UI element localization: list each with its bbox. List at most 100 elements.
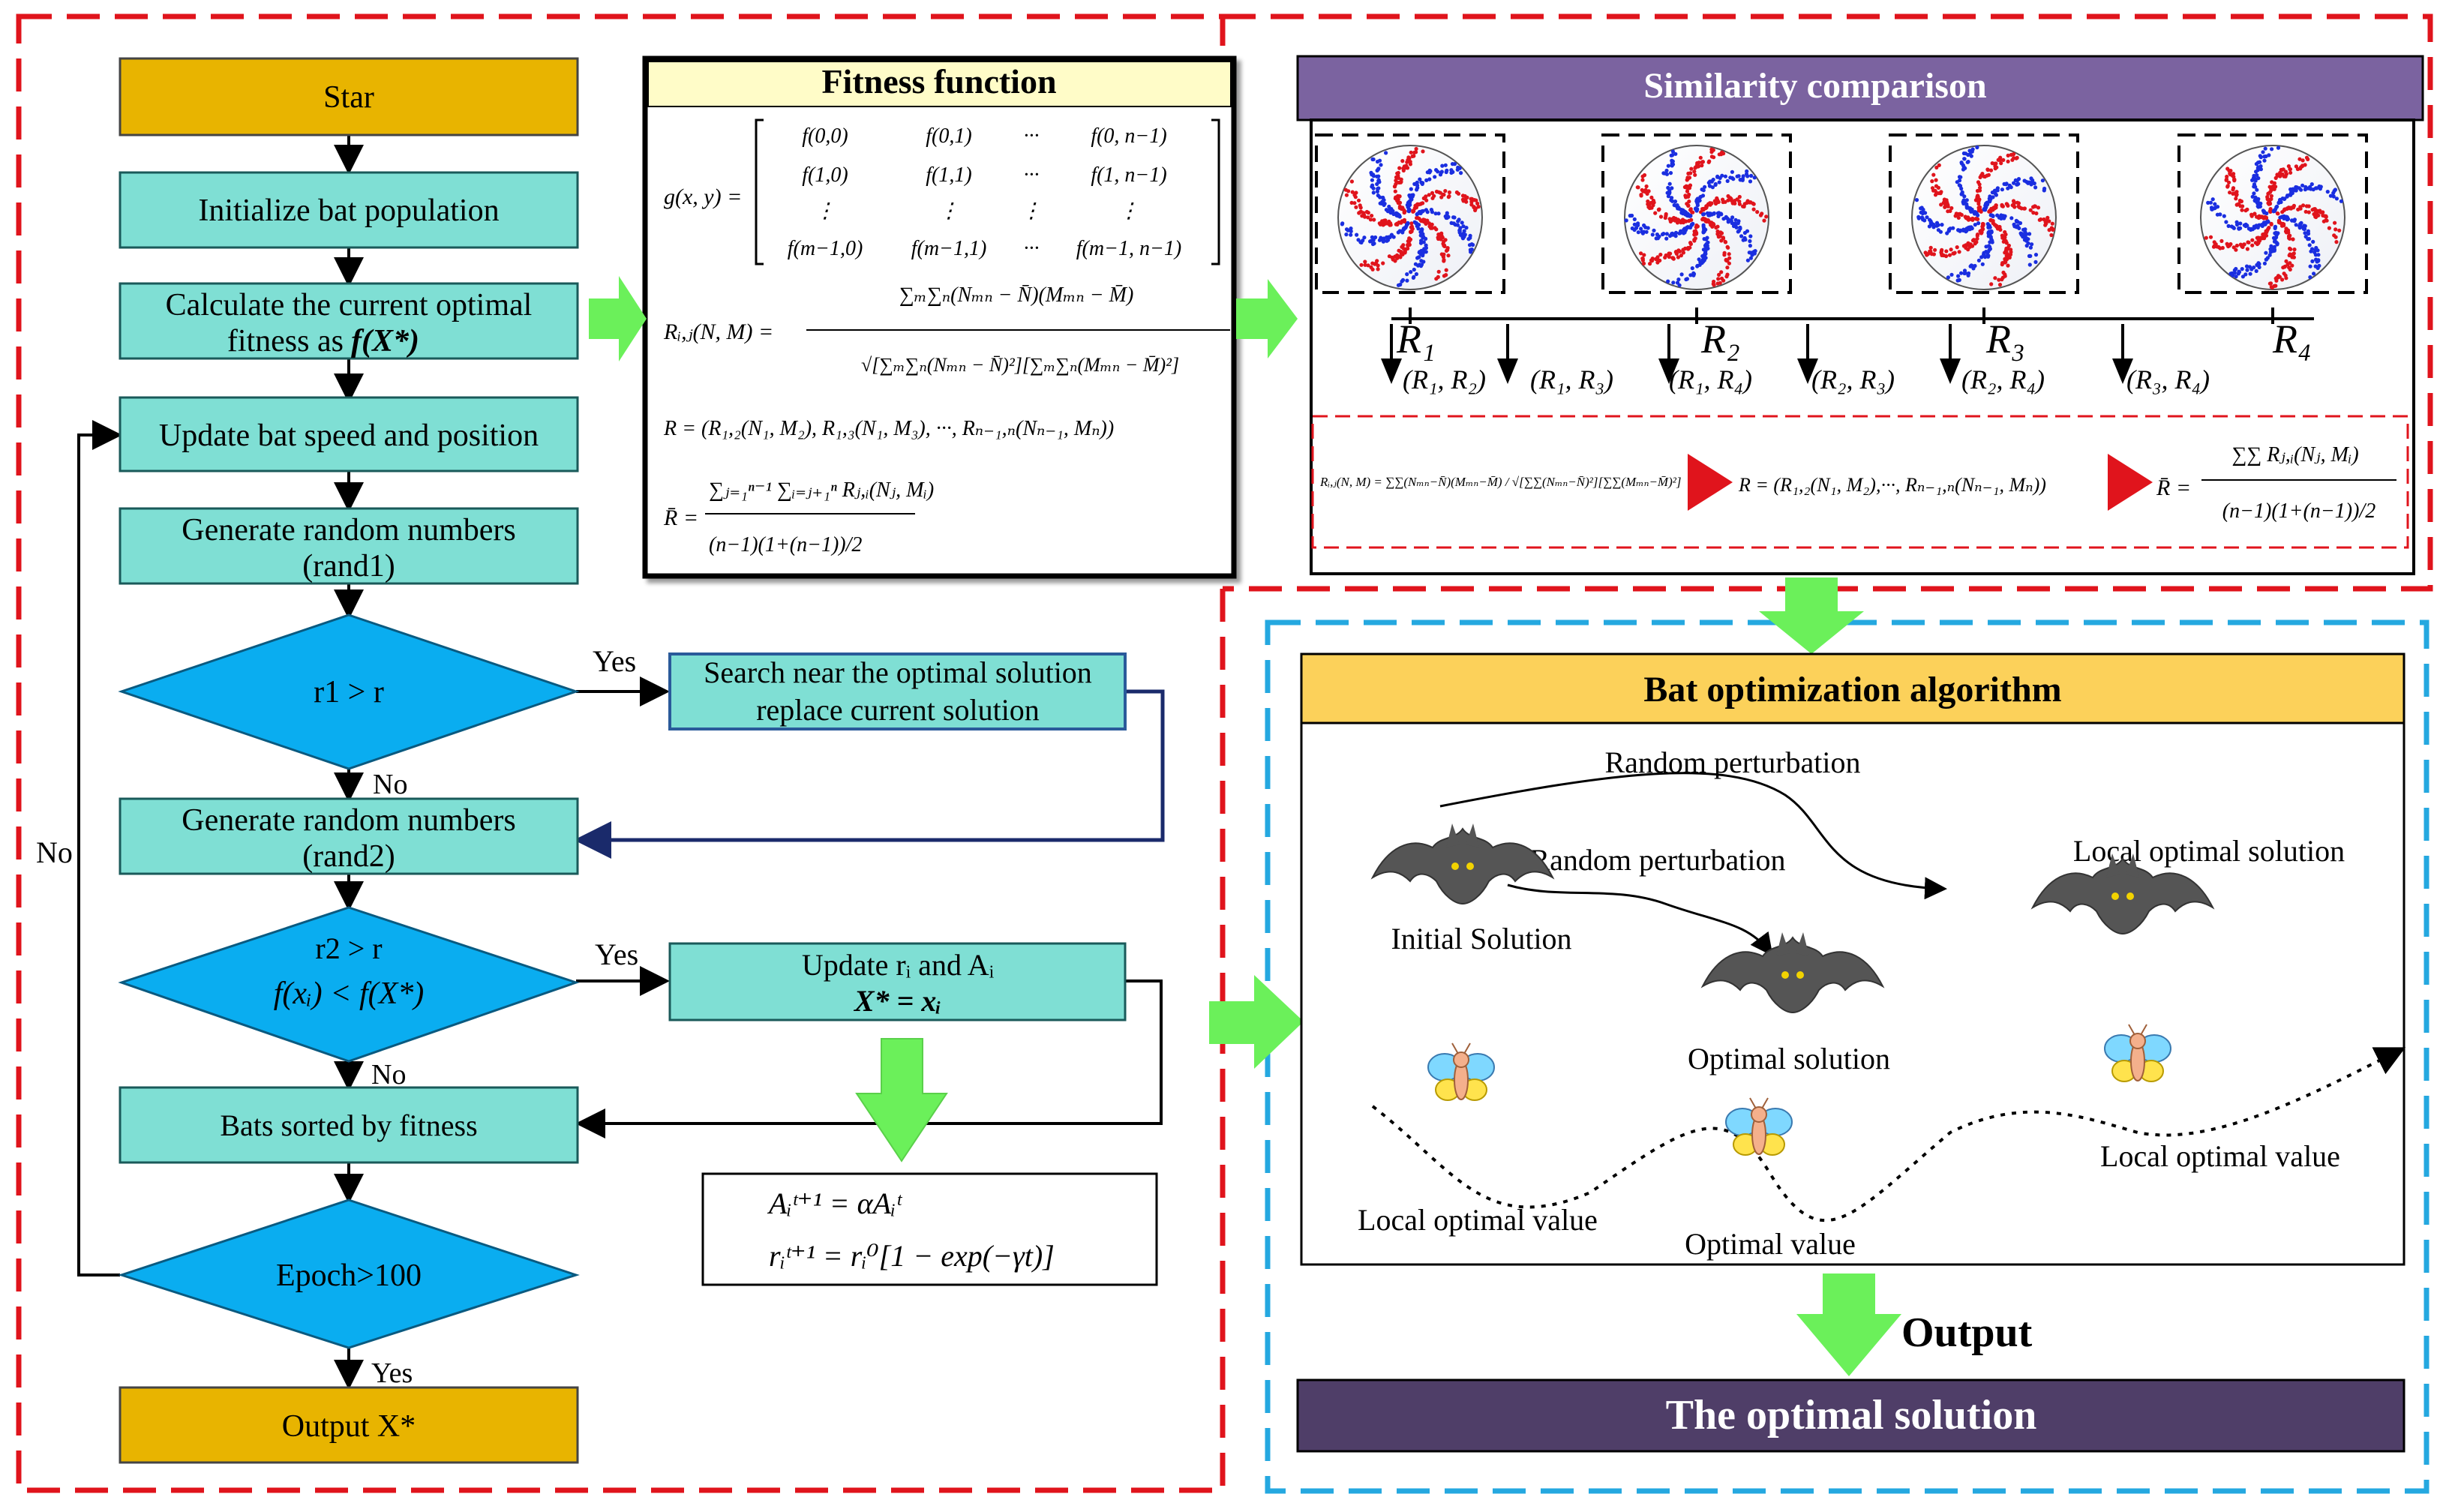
gen2-label-1: Generate random numbers	[182, 803, 516, 838]
g-lhs: g(x, y) =	[664, 184, 742, 209]
sim-f2: R = (R₁,₂(N₁, M₂),···, Rₙ₋₁,ₙ(Nₙ₋₁, Mₙ))	[1738, 474, 2046, 496]
calc-node	[119, 282, 579, 360]
r-label-4: R₄	[2272, 316, 2312, 362]
init-node	[119, 171, 579, 249]
matrix-cell: ⋮	[815, 200, 836, 223]
gen1-label-2: (rand1)	[302, 549, 395, 584]
r-num: ∑ₘ∑ₙ(Nₘₙ − N̄)(Mₘₙ − M̄)	[899, 284, 1134, 307]
sim-f3-lhs: R̄ =	[2156, 476, 2191, 500]
matrix-cell: ···	[1024, 164, 1040, 187]
sorted-label: Bats sorted by fitness	[220, 1108, 477, 1142]
sim-f3-den: (n−1)(1+(n−1))/2	[2222, 500, 2375, 523]
matrix-cell: f(m−1,1)	[911, 237, 987, 260]
flowchart: Star Initialize bat population Calculate…	[36, 57, 1165, 1464]
bat-icon	[2030, 854, 2215, 935]
formula-box	[701, 1172, 1158, 1286]
yes3-label: Yes	[371, 1358, 413, 1389]
matrix-cell: f(0,1)	[926, 124, 971, 148]
final-bar	[1296, 1378, 2405, 1453]
output-text: Output	[1901, 1310, 2033, 1356]
pinwheel-plot-4	[2177, 134, 2368, 294]
matrix-cell: ⋮	[938, 200, 959, 223]
bat-panel: Bat optimization algorithm Random pertur…	[1300, 652, 2406, 1266]
search-label-1: Search near the optimal solution	[704, 656, 1092, 689]
gen1-label-1: Generate random numbers	[182, 513, 516, 548]
yes1-label: Yes	[593, 644, 636, 678]
sim-f3-num: ∑∑ Rⱼ,ᵢ(Nⱼ, Mᵢ)	[2231, 443, 2358, 466]
gen2-label-2: (rand2)	[302, 839, 395, 874]
matrix-cell: f(0, n−1)	[1091, 124, 1166, 148]
gen2-node	[119, 797, 579, 875]
similarity-panel: Similarity comparison R₁ R₂ R₃ R₄ (R₁, R…	[1296, 55, 2424, 575]
pinwheel-plot-3	[1889, 134, 2079, 294]
random-pert-mid: Random perturbation	[1529, 843, 1785, 877]
matrix-cell: f(m−1, n−1)	[1076, 237, 1181, 260]
matrix-cell: ···	[1024, 124, 1040, 148]
arrow-flow-to-bat	[1209, 975, 1304, 1069]
similarity-title: Similarity comparison	[1643, 66, 1986, 106]
bat-icon	[1370, 824, 1555, 905]
gen1-node	[119, 507, 579, 585]
epoch-diamond	[118, 1198, 580, 1349]
matrix-cell: ···	[1024, 237, 1040, 260]
matrix-cell: f(1, n−1)	[1091, 164, 1166, 187]
arrow-to-fitness	[589, 276, 647, 362]
matrix-cell: ⋮	[1118, 200, 1139, 223]
no1-label: No	[373, 769, 407, 800]
no2-label: No	[371, 1059, 406, 1090]
bat-title: Bat optimization algorithm	[1643, 670, 2061, 710]
update-ra-label-1: Update rᵢ and Aᵢ	[802, 948, 995, 982]
init-label: Initialize bat population	[198, 194, 499, 228]
r-set: R = (R₁,₂(N₁, M₂), R₁,₃(N₁, M₃), ···, Rₙ…	[663, 417, 1114, 440]
sim-f1: Rᵢ,ⱼ(N, M) = ∑∑(Nₘₙ−N̄)(Mₘₙ−M̄) / √[∑∑(N…	[1319, 475, 1681, 489]
fitness-title: Fitness function	[821, 62, 1056, 100]
optimal-value: Optimal value	[1685, 1227, 1856, 1261]
start-label: Star	[323, 80, 374, 115]
rbar-num: ∑ⱼ₌₁ⁿ⁻¹ ∑ᵢ₌ⱼ₊₁ⁿ Rⱼ,ᵢ(Nⱼ, Mᵢ)	[709, 478, 934, 502]
similarity-formula-strip	[1311, 415, 2409, 549]
butterfly-icon	[1427, 1042, 1495, 1101]
cond1-diamond	[118, 614, 580, 770]
optimal-solution: Optimal solution	[1688, 1042, 1890, 1076]
matrix-cell: f(1,0)	[802, 164, 848, 187]
butterfly-icon	[1725, 1097, 1793, 1156]
matrix-cell: f(1,1)	[926, 164, 971, 187]
red-arrow-2	[2108, 454, 2153, 511]
down-arrow-formula	[855, 1038, 948, 1162]
no-loop-label: No	[36, 836, 73, 869]
arrow-similarity-to-bat	[1759, 578, 1864, 654]
rbar-den: (n−1)(1+(n−1))/2	[709, 533, 862, 556]
cond2-label-2: f(xᵢ) < f(X*)	[274, 976, 425, 1011]
cond2-label-1: r2 > r	[315, 932, 382, 965]
local-optimal-value-left: Local optimal value	[1358, 1203, 1598, 1237]
matrix-cell: f(0,0)	[802, 124, 848, 148]
epoch-label: Epoch>100	[276, 1258, 422, 1293]
bat-title-bar	[1300, 652, 2405, 724]
calc-label-2: fitness as	[227, 324, 344, 358]
arrow-to-output	[1796, 1274, 1901, 1376]
left-region-border	[16, 14, 1226, 1493]
formula-A: Aᵢᵗ⁺¹ = αAᵢᵗ	[767, 1186, 902, 1220]
pair-label: (R₂, R₃)	[1811, 364, 1895, 394]
r-label-3: R₃	[1985, 316, 2025, 362]
pinwheel-plot-2	[1601, 134, 1792, 294]
sorted-node	[119, 1086, 579, 1164]
search-label-2: replace current solution	[756, 693, 1040, 727]
cond1-label: r1 > r	[314, 675, 384, 710]
r-label-2: R₂	[1700, 316, 1740, 362]
bat-icon	[1700, 932, 1885, 1014]
local-optimal-value-right: Local optimal value	[2100, 1139, 2340, 1173]
r-lhs: Rᵢ,ⱼ(N, M) =	[663, 320, 773, 344]
start-node	[119, 57, 579, 136]
local-optimal-solution: Local optimal solution	[2073, 834, 2345, 868]
r-den: √[∑ₘ∑ₙ(Nₘₙ − N̄)²][∑ₘ∑ₙ(Mₘₙ − M̄)²]	[861, 354, 1179, 376]
similarity-title-bar	[1296, 55, 2424, 122]
pair-label: (R₁, R₃)	[1530, 364, 1613, 394]
matrix-cell: ⋮	[1021, 200, 1042, 223]
search-node	[668, 652, 1127, 730]
initial-solution: Initial Solution	[1391, 922, 1571, 956]
arrow-fitness-to-similarity	[1236, 279, 1298, 358]
formula-r: rᵢᵗ⁺¹ = rᵢ⁰[1 − exp(−γt)]	[769, 1239, 1055, 1273]
calc-math: f(X*)	[351, 324, 419, 358]
